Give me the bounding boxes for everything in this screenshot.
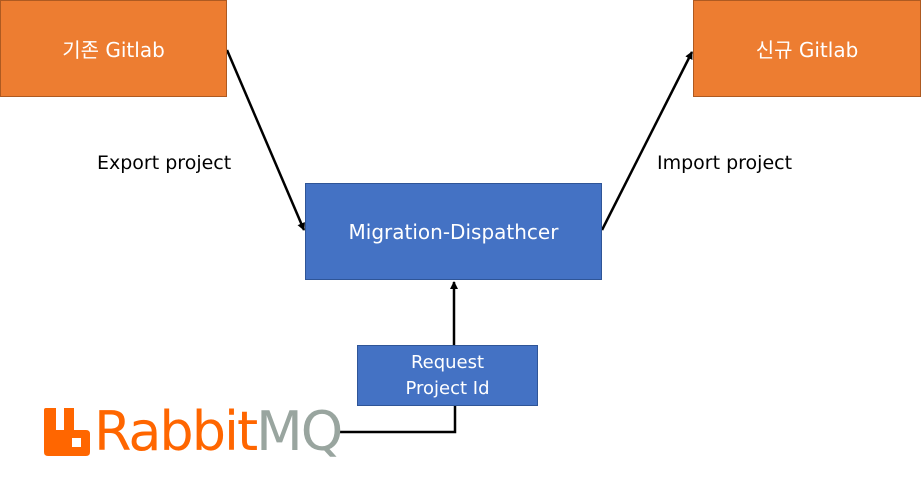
- import-project-label: Import project: [657, 152, 793, 174]
- rabbitmq-to-request-line: [338, 406, 457, 434]
- export-arrow: [225, 49, 306, 231]
- rabbitmq-logo-mq-text: MQ: [256, 400, 343, 463]
- rabbitmq-logo-icon: [44, 408, 90, 456]
- export-project-label: Export project: [97, 152, 232, 174]
- migration-dispatcher-node[interactable]: Migration-Dispathcer: [305, 183, 602, 280]
- old-gitlab-label: 기존 Gitlab: [62, 38, 165, 62]
- migration-dispatcher-label: Migration-Dispathcer: [348, 219, 559, 244]
- rabbitmq-logo-rabbit-text: Rabbit: [94, 400, 258, 463]
- request-label-line2: Project Id: [405, 377, 490, 399]
- new-gitlab-node[interactable]: 신규 Gitlab: [693, 0, 921, 97]
- request-label-line1: Request: [410, 351, 485, 373]
- request-project-id-node[interactable]: Request Project Id: [357, 345, 538, 406]
- new-gitlab-label: 신규 Gitlab: [755, 38, 859, 62]
- old-gitlab-node[interactable]: 기존 Gitlab: [0, 0, 227, 97]
- import-arrow: [600, 51, 694, 231]
